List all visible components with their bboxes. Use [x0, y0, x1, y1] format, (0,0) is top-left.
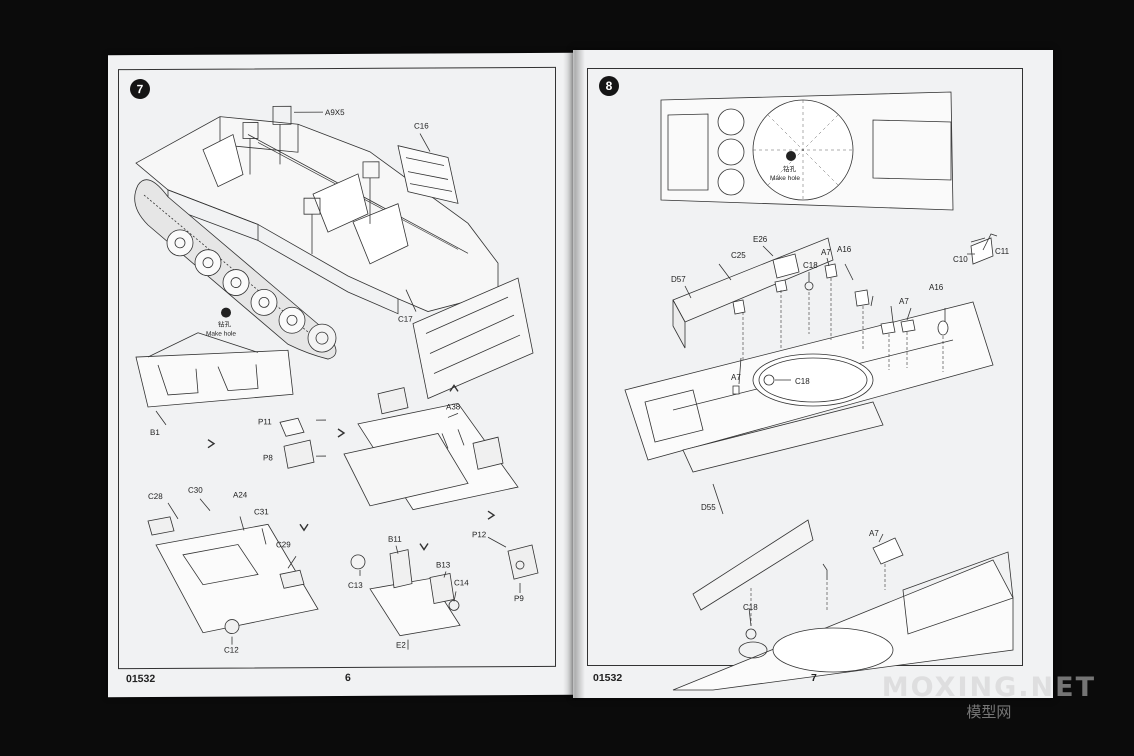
part-label-p11: P11 [258, 417, 272, 426]
part-label-c18-a: C18 [803, 261, 818, 270]
part-label-c14: C14 [454, 578, 469, 587]
hole-note-cn: 钻孔 [783, 164, 797, 173]
part-label-c30: C30 [188, 486, 203, 495]
part-label-a7-b: A7 [899, 297, 909, 306]
part-label-d57: D57 [671, 275, 686, 284]
part-label-c11: C11 [995, 247, 1010, 256]
part-label-p12: P12 [472, 530, 487, 539]
kit-number: 01532 [593, 672, 623, 684]
page-number: 6 [345, 671, 351, 684]
instruction-booklet: 7 [108, 50, 1053, 700]
part-label-b1: B1 [150, 428, 160, 437]
part-label-e26: E26 [753, 235, 768, 244]
part-label-p8: P8 [263, 453, 273, 462]
page-6: 7 [108, 52, 573, 698]
kit-number: 01532 [126, 672, 156, 686]
step-7-diagram: 钻孔 Make hole A9X5 C16 C17 B1 P11 P8 A38 … [134, 105, 539, 655]
step-8-diagram: 钻孔 Make hole E26 C25 D57 A7 C18 A16 C10 … [624, 91, 1014, 691]
part-label-a7-c: A7 [731, 373, 741, 382]
part-label-c18-b: C18 [795, 377, 810, 386]
part-label-a38: A38 [446, 402, 461, 411]
part-label-a7-a: A7 [821, 248, 831, 257]
part-label-c17: C17 [398, 315, 413, 324]
hole-note-cn: 钻孔 [218, 320, 231, 329]
part-label-c31: C31 [254, 507, 269, 516]
part-label-d55: D55 [701, 503, 716, 512]
part-label-a16-b: A16 [929, 283, 944, 292]
part-label-a24: A24 [233, 490, 248, 499]
part-label-p9: P9 [514, 594, 524, 603]
page-number: 7 [811, 672, 817, 684]
part-label-a7-d: A7 [869, 529, 879, 538]
part-label-c10: C10 [953, 255, 968, 264]
part-label-c18-c: C18 [743, 603, 758, 612]
hole-note-en: Make hole [206, 331, 236, 338]
part-label-b11: B11 [388, 535, 402, 544]
part-label-c25: C25 [731, 251, 746, 260]
part-label-a9x5: A9X5 [325, 108, 345, 117]
part-label-c12: C12 [224, 646, 239, 655]
step-badge-8: 8 [599, 76, 619, 96]
watermark-line2: 模型网 [966, 704, 1012, 721]
part-label-c29: C29 [276, 540, 291, 549]
part-label-a16-a: A16 [837, 245, 852, 254]
part-label-c13: C13 [348, 581, 363, 590]
part-label-c16: C16 [414, 122, 429, 131]
page-7: 8 [573, 50, 1053, 698]
part-label-e2: E2 [396, 641, 406, 650]
part-label-b13: B13 [436, 560, 451, 569]
part-label-c28: C28 [148, 492, 163, 501]
hole-note-en: Make hole [770, 175, 800, 182]
